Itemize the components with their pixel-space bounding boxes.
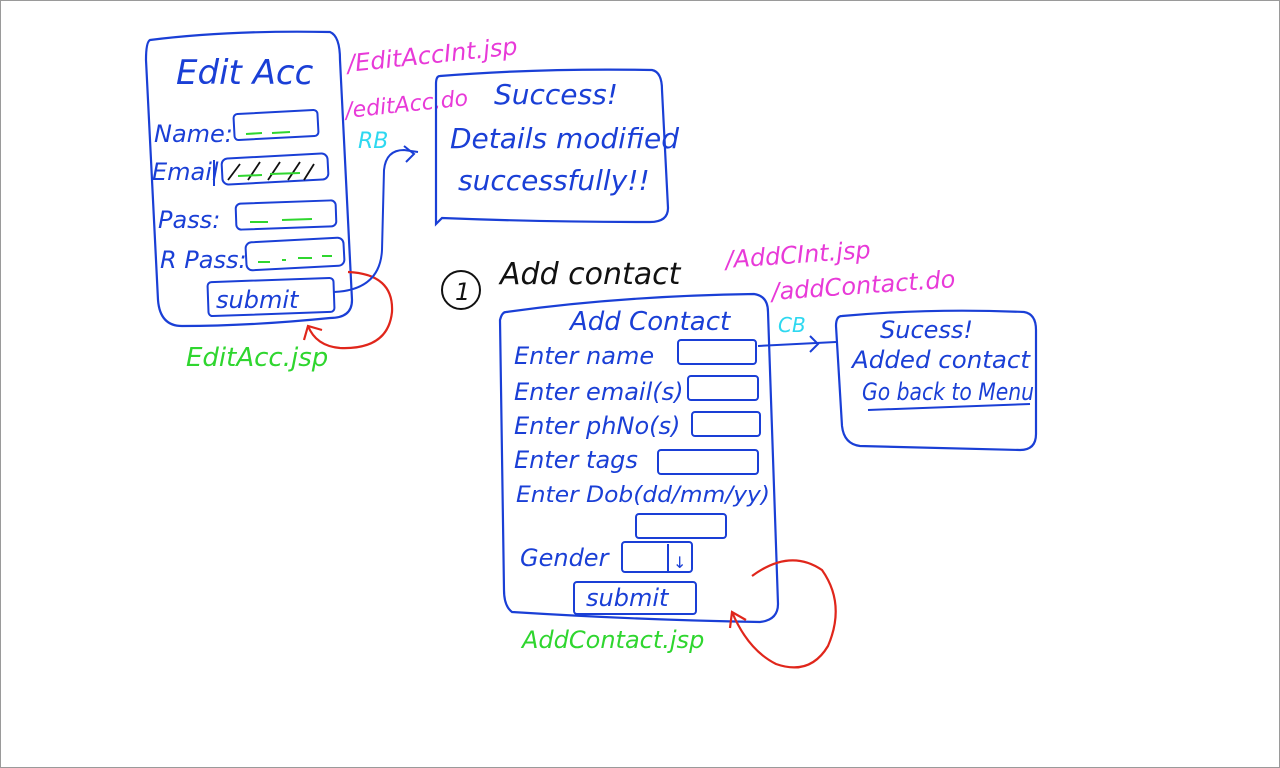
edit-success-line2: successfully!! xyxy=(458,164,650,197)
add-success-title: Sucess! xyxy=(880,316,973,344)
section-number-circle xyxy=(441,270,481,310)
contact-dob-label: Enter Dob(dd/mm/yy) xyxy=(516,483,770,508)
contact-gender-label: Gender xyxy=(520,544,611,572)
contact-gender-select[interactable] xyxy=(621,541,693,573)
add-success-frame xyxy=(834,309,1038,452)
contact-email-label: Enter email(s) xyxy=(514,378,683,406)
contact-tags-input[interactable] xyxy=(657,449,759,475)
edit-success-box: Success! Details modified successfully!! xyxy=(434,68,679,227)
email-input-filled-mark xyxy=(237,172,301,177)
edit-submit-button[interactable] xyxy=(206,276,336,318)
edit-to-success-connector xyxy=(333,148,419,293)
edit-success-title: Success! xyxy=(494,78,618,111)
email-label: Email xyxy=(152,158,219,186)
add-url-init: /AddCInt.jsp xyxy=(722,236,871,274)
contact-name-label: Enter name xyxy=(514,342,654,370)
add-to-success-arrowhead xyxy=(809,335,820,353)
edit-reload-arrowhead xyxy=(302,324,323,341)
gender-select-chevron-icon: ↓ xyxy=(673,553,686,572)
edit-account-title: Edit Acc xyxy=(176,53,314,93)
edit-account-form: Edit Acc Name: Email Pass: R Pass: submi… xyxy=(144,30,354,373)
add-contact-form: Add Contact Enter name Enter email(s) En… xyxy=(498,292,780,654)
add-reload-loop-arrow xyxy=(730,559,837,669)
pass-input[interactable] xyxy=(234,199,338,231)
edit-success-line1: Details modified xyxy=(450,122,679,155)
contact-email-input[interactable] xyxy=(687,375,759,401)
add-success-box: Sucess! Added contact Go back to Menu xyxy=(834,309,1038,452)
section-heading: Add contact xyxy=(498,257,682,292)
name-input-filled-mark xyxy=(245,131,291,135)
add-contact-title: Add Contact xyxy=(568,307,731,337)
menu-link-underline xyxy=(867,403,1031,411)
edit-reload-loop-arrow xyxy=(306,270,394,350)
edit-url-init: /EditAccInt.jsp xyxy=(344,32,519,78)
rpass-input-filled-mark xyxy=(258,255,332,263)
email-input[interactable] xyxy=(220,152,330,186)
add-bean-tag: CB xyxy=(778,313,806,337)
contact-submit-label: submit xyxy=(586,584,670,612)
add-contact-frame xyxy=(498,292,780,624)
name-input[interactable] xyxy=(232,109,320,141)
edit-success-frame xyxy=(434,68,670,227)
add-to-success-connector xyxy=(757,341,837,347)
add-reload-arrowhead xyxy=(728,610,747,629)
section-number: 1 xyxy=(455,278,470,306)
add-success-line1: Added contact xyxy=(850,346,1032,374)
edit-bean-tag: RB xyxy=(358,129,388,154)
rpass-label: R Pass: xyxy=(160,246,247,274)
edit-submit-label: submit xyxy=(216,286,300,314)
edit-url-action: /editAcc.do xyxy=(342,86,469,124)
contact-name-input[interactable] xyxy=(677,339,757,365)
pass-input-filled-mark xyxy=(250,218,313,223)
edit-account-jsp-name: EditAcc.jsp xyxy=(186,343,328,373)
contact-tags-label: Enter tags xyxy=(514,446,638,474)
add-success-menu-link[interactable]: Go back to Menu xyxy=(862,378,1034,406)
contact-dob-input[interactable] xyxy=(635,513,727,539)
pass-label: Pass: xyxy=(158,206,220,234)
add-contact-jsp-name: AddContact.jsp xyxy=(520,626,704,654)
contact-phone-input[interactable] xyxy=(691,411,761,437)
contact-phone-label: Enter phNo(s) xyxy=(514,412,680,440)
email-input-hatch xyxy=(227,161,315,181)
rpass-input[interactable] xyxy=(244,236,346,272)
add-url-action: /addContact.do xyxy=(768,265,956,306)
edit-to-success-arrowhead xyxy=(403,145,416,163)
contact-submit-button[interactable] xyxy=(573,581,697,615)
name-label: Name: xyxy=(154,120,233,148)
edit-account-frame xyxy=(144,30,354,328)
